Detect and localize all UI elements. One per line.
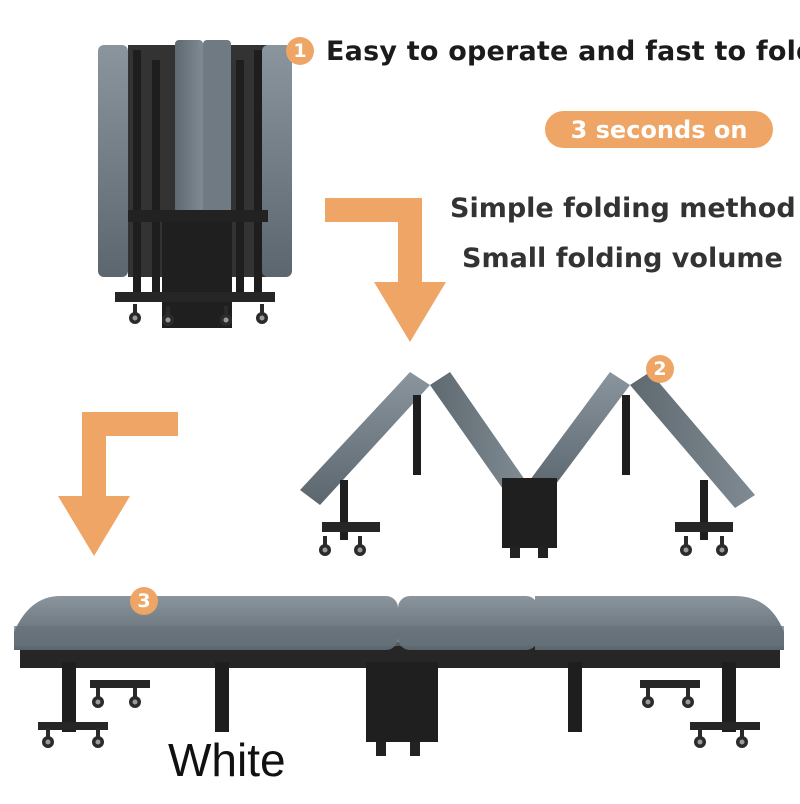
headline: Easy to operate and fast to fold [326, 36, 800, 67]
color-caption: White [168, 734, 286, 786]
flat-bed [14, 596, 784, 756]
arrow-down-right-icon [325, 198, 446, 342]
feature-line-folding-volume: Small folding volume [462, 243, 783, 274]
step-3-badge: 3 [130, 587, 158, 615]
unfolding-bed [300, 372, 755, 558]
feature-line-folding-method: Simple folding method [450, 193, 796, 224]
arrow-down-left-icon [58, 412, 178, 556]
step-2-badge: 2 [646, 355, 674, 383]
seconds-badge: 3 seconds on [545, 111, 773, 148]
folded-bed [98, 40, 292, 328]
step-1-badge: 1 [286, 37, 314, 65]
